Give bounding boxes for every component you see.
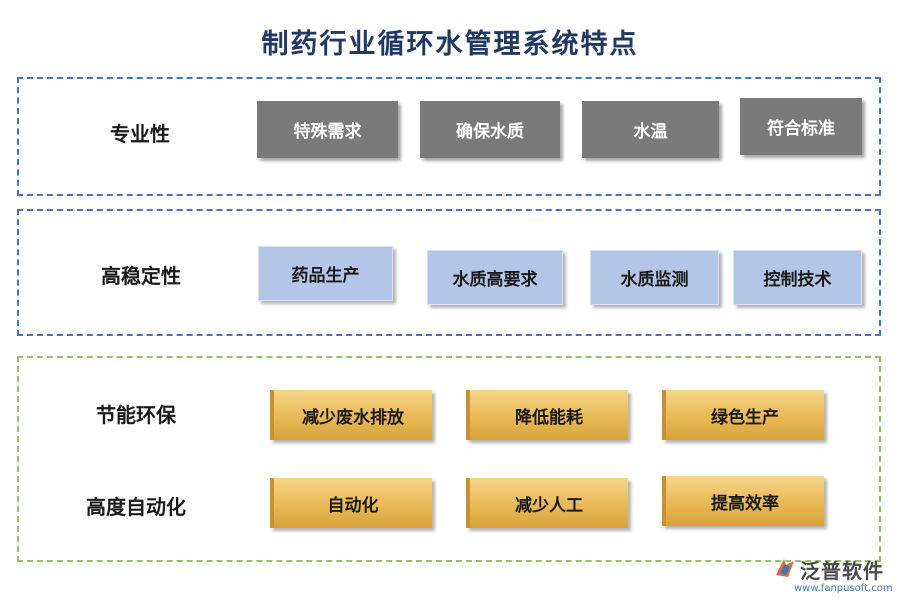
feature-box-water-quality: 确保水质 xyxy=(420,101,560,158)
section-panel-efficiency-automation xyxy=(17,356,881,562)
section-panel-stability xyxy=(17,209,881,336)
brand-logo-name: 泛普软件 xyxy=(800,559,884,583)
brand-logo: 泛普软件 www.fanpusoft.com xyxy=(772,553,894,597)
feature-box-special-needs: 特殊需求 xyxy=(257,101,398,158)
feature-box-improve-efficiency: 提高效率 xyxy=(662,476,824,526)
section-label-stability: 高稳定性 xyxy=(101,264,181,288)
feature-box-water-temperature: 水温 xyxy=(582,101,719,158)
feature-box-reduce-labor: 减少人工 xyxy=(466,478,628,528)
feature-box-water-monitoring: 水质监测 xyxy=(590,250,719,305)
feature-box-standards: 符合标准 xyxy=(740,98,862,155)
section-label-energy-saving: 节能环保 xyxy=(96,403,176,427)
feature-box-reduce-energy: 降低能耗 xyxy=(466,390,628,440)
brand-logo-icon xyxy=(776,559,794,577)
feature-box-control-technology: 控制技术 xyxy=(733,250,862,305)
brand-logo-url: www.fanpusoft.com xyxy=(794,583,893,594)
feature-box-green-production: 绿色生产 xyxy=(662,390,824,440)
feature-box-reduce-wastewater: 减少废水排放 xyxy=(270,390,432,440)
section-label-automation: 高度自动化 xyxy=(86,495,186,519)
section-panel-professional xyxy=(17,77,881,196)
page-title: 制药行业循环水管理系统特点 xyxy=(261,29,639,60)
feature-box-drug-production: 药品生产 xyxy=(258,246,393,301)
feature-box-high-water-requirements: 水质高要求 xyxy=(427,250,563,305)
feature-box-automation: 自动化 xyxy=(270,478,432,528)
section-label-professional: 专业性 xyxy=(110,122,170,146)
